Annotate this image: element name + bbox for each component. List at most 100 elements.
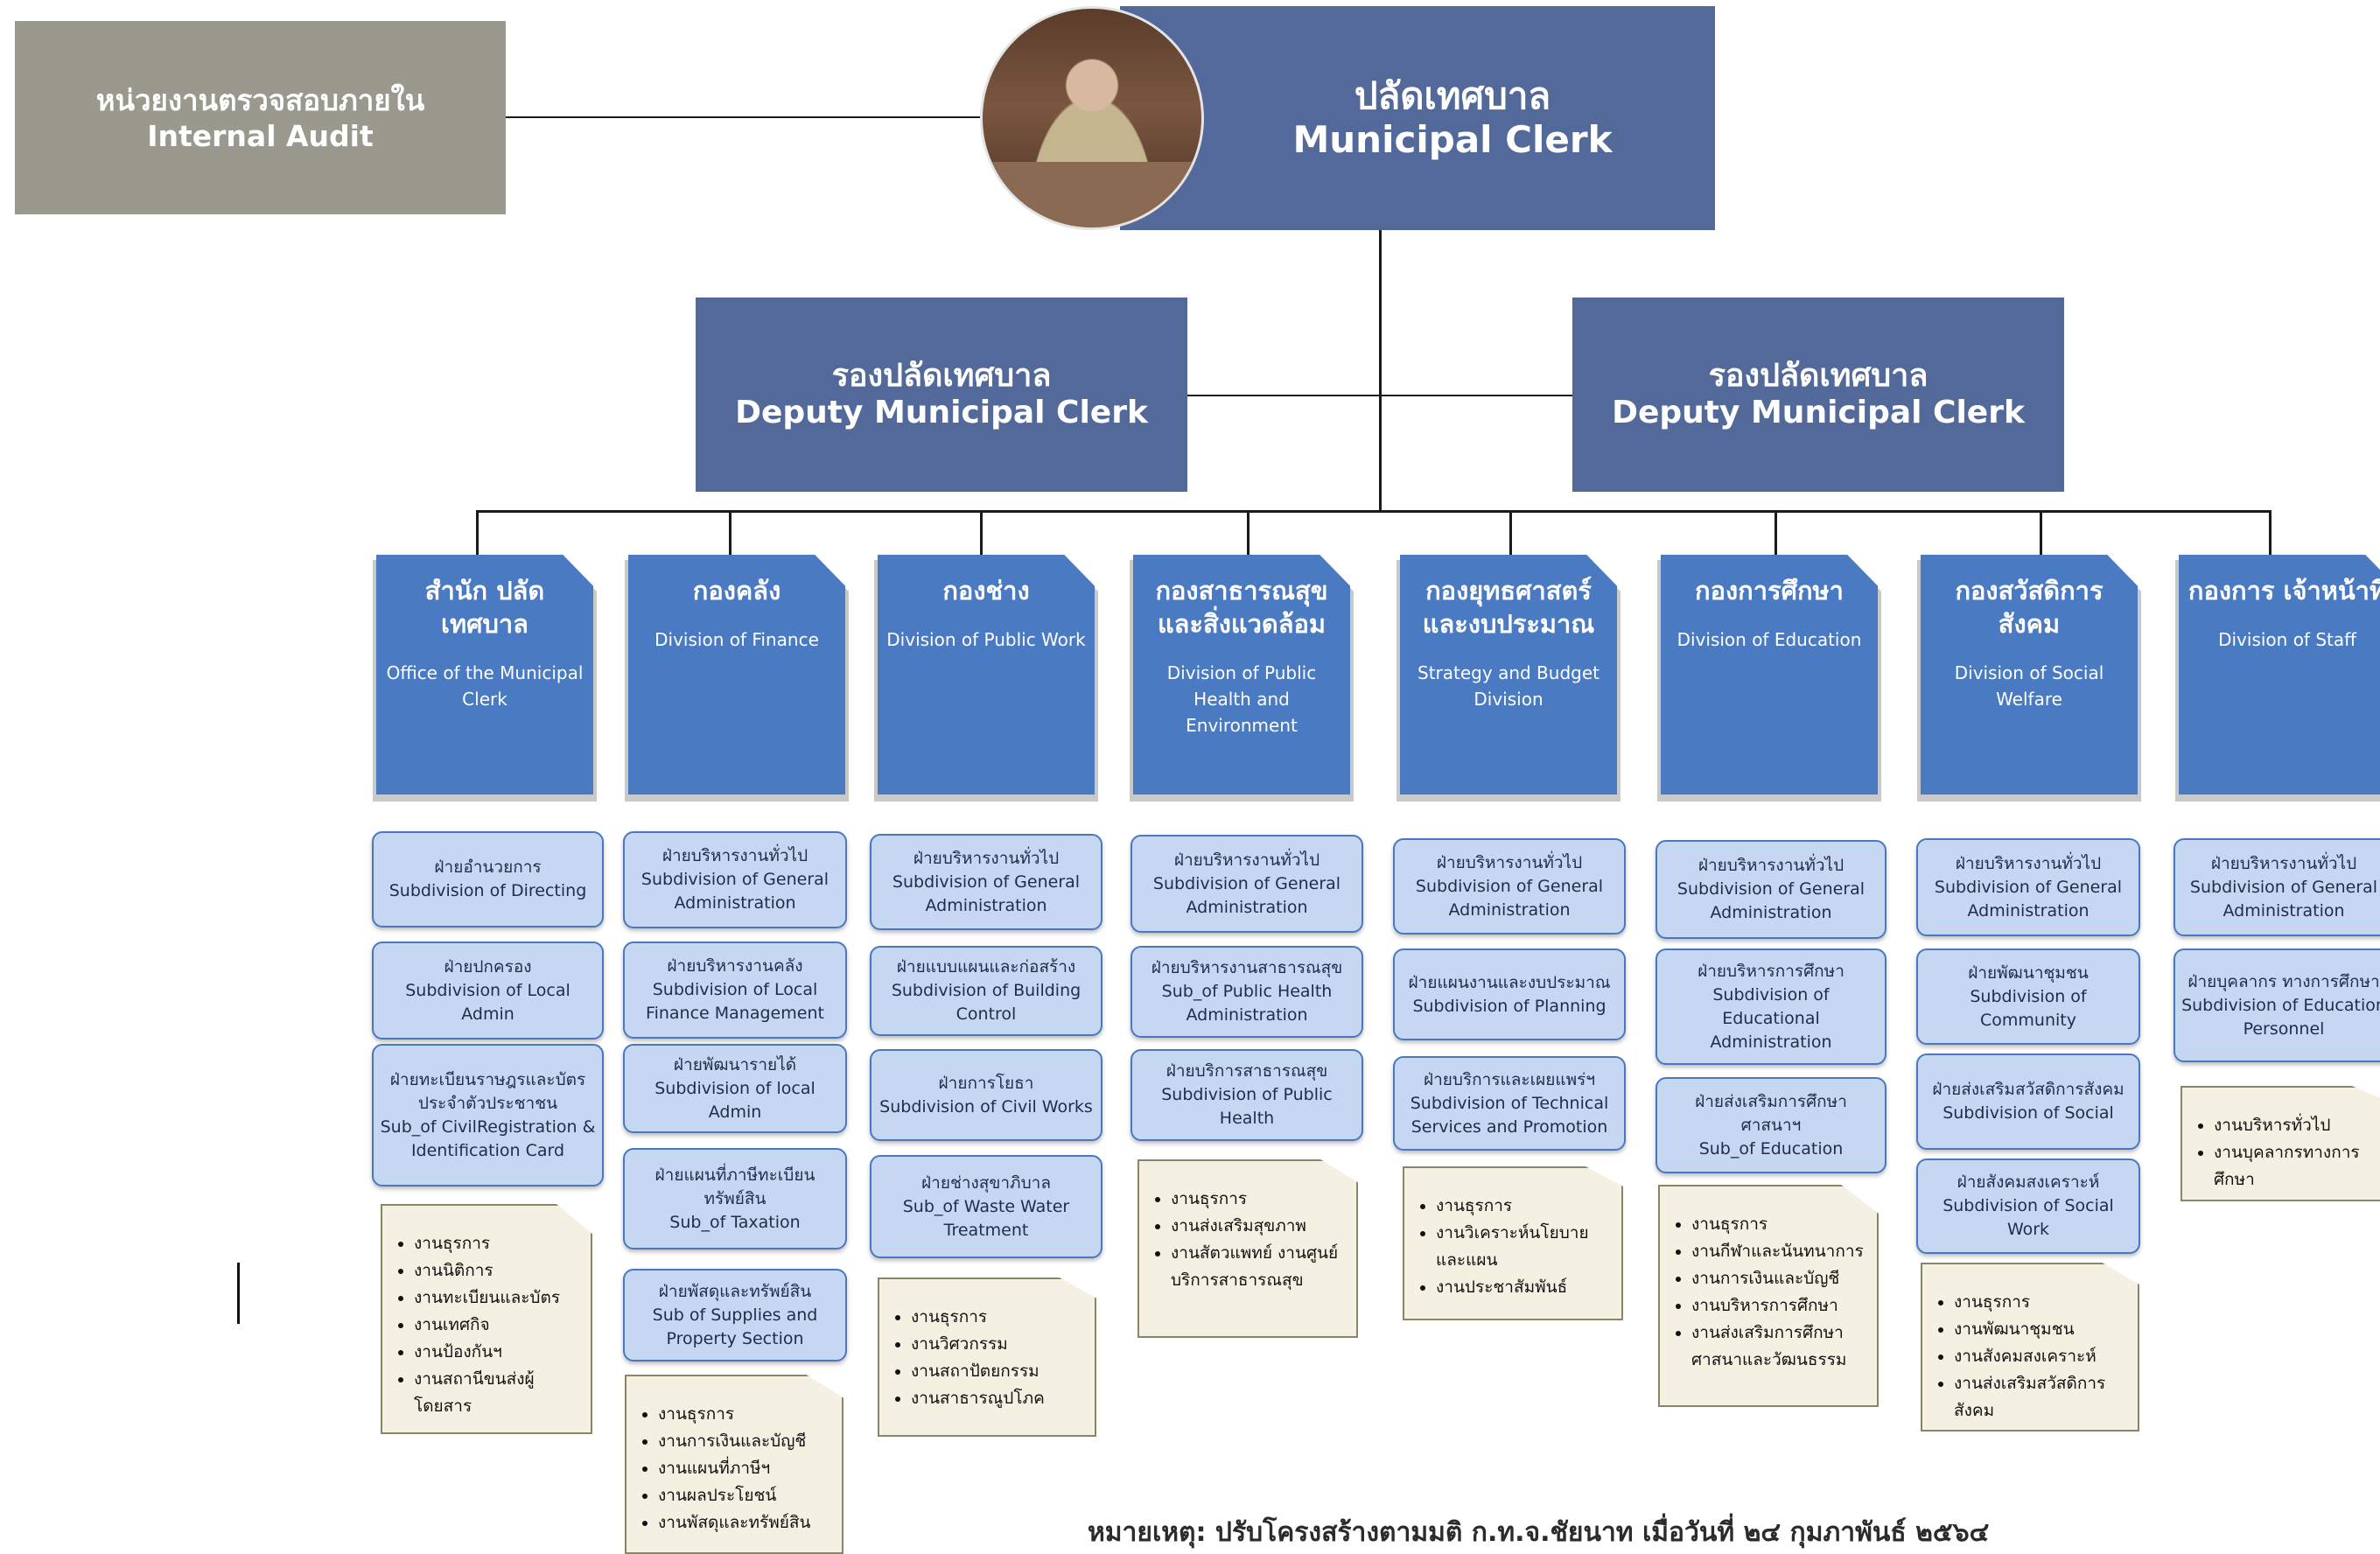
- division-title-en: Division of Finance: [654, 629, 819, 650]
- task-list-note: งานธุรการงานกีฬาและนันทนาการงานการเงินแล…: [1658, 1185, 1879, 1407]
- subdivision-th: ฝ่ายบริหารงานทั่วไป: [1698, 856, 1844, 875]
- deputy-th: รองปลัดเทศบาล: [1708, 358, 1928, 394]
- footnote: หมายเหตุ: ปรับโครงสร้างตามมติ ก.ท.จ.ชัยน…: [1088, 1517, 1990, 1548]
- subdivision-th: ฝ่ายบริหารงานทั่วไป: [1436, 852, 1583, 872]
- subdivision-th: ฝ่ายทะเบียนราษฎรและบัตรประจำตัวประชาชน: [389, 1069, 586, 1113]
- task-list-note: งานธุรการงานพัฒนาชุมชนงานสังคมสงเคราะห์ง…: [1921, 1263, 2139, 1432]
- subdivision-en: Subdivision of Social Work: [1942, 1196, 2114, 1239]
- task-item: งานสาธารณูปโภค: [911, 1385, 1086, 1412]
- division-title-th: กองยุทธศาสตร์ และงบประมาณ: [1422, 576, 1595, 639]
- division-drop-line: [476, 510, 479, 555]
- subdivision-box: ฝ่ายพัฒนาชุมชน Subdivision of Community: [1916, 948, 2140, 1045]
- division-title-en: Division of Public Health and Environmen…: [1166, 662, 1317, 736]
- division-drop-line: [1774, 510, 1777, 555]
- task-item: งานธุรการ: [1954, 1289, 2129, 1316]
- task-item: งานวิเคราะห์นโยบายและแผน: [1436, 1220, 1613, 1274]
- task-item: งานส่งเสริมสวัสดิการสังคม: [1954, 1370, 2129, 1424]
- subdivision-en: Subdivision of Community: [1970, 986, 2087, 1030]
- division-title-en: Division of Staff: [2218, 629, 2356, 650]
- task-item: งานพัสดุและทรัพย์สิน: [658, 1509, 833, 1536]
- internal-audit-en: Internal Audit: [147, 118, 374, 153]
- task-item: งานธุรการ: [414, 1230, 582, 1257]
- deputy-en: Deputy Municipal Clerk: [735, 395, 1148, 430]
- division-drop-line: [729, 510, 732, 555]
- subdivision-th: ฝ่ายบุคลากร ทางการศึกษา: [2188, 971, 2380, 991]
- subdivision-th: ฝ่ายแผนงานและงบประมาณ: [1408, 972, 1611, 992]
- division-title-th: กองช่าง: [942, 576, 1030, 606]
- subdivision-en: Subdivision of Local Admin: [405, 980, 570, 1024]
- subdivision-th: ฝ่ายบริหารงานทั่วไป: [1173, 850, 1320, 870]
- task-item: งานประชาสัมพันธ์: [1436, 1274, 1613, 1301]
- task-item: งานเทศกิจ: [414, 1312, 582, 1339]
- subdivision-en: Subdivision of Planning: [1412, 996, 1606, 1016]
- subdivision-en: Subdivision of Local Finance Management: [646, 980, 824, 1023]
- subdivision-th: ฝ่ายบริหารงานทั่วไป: [662, 846, 808, 865]
- task-item: งานสัตวแพทย์ งานศูนย์บริการสาธารณสุข: [1171, 1240, 1348, 1294]
- subdivision-box: ฝ่ายสังคมสงเคราะห์Subdivision of Social …: [1916, 1158, 2140, 1254]
- task-item: งานบริหารการศึกษา: [1691, 1292, 1868, 1320]
- subdivision-en: Sub_of Taxation: [669, 1212, 801, 1232]
- division-card: กองการ เจ้าหน้าที่Division of Staff: [2179, 555, 2380, 794]
- subdivision-box: ฝ่ายบริหารงานทั่วไป Subdivision of Genera…: [1130, 835, 1363, 933]
- subdivision-th: ฝ่ายอำนวยการ: [434, 858, 542, 877]
- subdivision-box: ฝ่ายบริหารงานทั่วไป Subdivision of Genera…: [1656, 840, 1886, 939]
- subdivision-box: ฝ่ายการโยธา Subdivision of Civil Works: [870, 1049, 1102, 1141]
- division-drop-line: [2269, 510, 2272, 555]
- audit-connector: [506, 116, 983, 118]
- subdivision-en: Subdivision of General Administration: [1152, 873, 1341, 917]
- subdivision-box: ฝ่ายส่งเสริมสวัสดิการสังคม Subdivision of…: [1916, 1054, 2140, 1150]
- subdivision-en: Subdivision of General Administration: [1676, 879, 1866, 922]
- task-item: งานส่งเสริมการศึกษาศาสนาและวัฒนธรรม: [1691, 1320, 1868, 1374]
- subdivision-th: ฝ่ายบริหารงานทั่วไป: [913, 848, 1060, 868]
- subdivision-en: Sub_of Education: [1698, 1138, 1844, 1158]
- task-item: งานธุรการ: [658, 1401, 833, 1428]
- division-drop-line: [1247, 510, 1250, 555]
- subdivision-en: Subdivision of Civil Works: [879, 1096, 1093, 1116]
- division-title-th: สำนัก ปลัดเทศบาล: [424, 576, 545, 639]
- task-item: งานผลประโยชน์: [658, 1482, 833, 1509]
- task-item: งานวิศวกรรม: [911, 1331, 1086, 1358]
- subdivision-en: Subdivision of Education Personnel: [2181, 995, 2380, 1039]
- division-bus: [476, 510, 2270, 513]
- subdivision-en: Subdivision of Social: [1942, 1103, 2114, 1123]
- task-item: งานธุรการ: [1436, 1193, 1613, 1220]
- subdivision-th: ฝ่ายพัสดุและทรัพย์สิน: [658, 1281, 812, 1301]
- division-drop-line: [1509, 510, 1512, 555]
- subdivision-th: ฝ่ายช่างสุขาภิบาล: [921, 1172, 1051, 1193]
- municipal-clerk-box: ปลัดเทศบาล Municipal Clerk: [1120, 6, 1715, 230]
- deputy-clerk-box-left: รองปลัดเทศบาล Deputy Municipal Clerk: [696, 298, 1187, 492]
- division-card: กองสาธารณสุข และสิ่งแวดล้อม Division of P…: [1133, 555, 1350, 794]
- subdivision-th: ฝ่ายบริการและเผยแพร่ฯ: [1423, 1069, 1596, 1089]
- subdivision-th: ฝ่ายบริการสาธารณสุข: [1166, 1061, 1328, 1081]
- division-title-en: Division of Education: [1676, 629, 1862, 650]
- subdivision-th: ฝ่ายบริหารงานสาธารณสุข: [1151, 958, 1343, 977]
- subdivision-th: ฝ่ายการโยธา: [938, 1073, 1034, 1093]
- task-item: งานสถาปัตยกรรม: [911, 1358, 1086, 1385]
- task-item: งานธุรการ: [911, 1304, 1086, 1331]
- task-item: งานแผนที่ภาษีฯ: [658, 1455, 833, 1482]
- task-list-note: งานธุรการงานส่งเสริมสุขภาพงานสัตวแพทย์ ง…: [1138, 1159, 1358, 1338]
- task-item: งานธุรการ: [1691, 1211, 1868, 1238]
- division-title-th: กองสาธารณสุข และสิ่งแวดล้อม: [1155, 576, 1328, 639]
- subdivision-th: ฝ่ายบริหารงานคลัง: [667, 956, 803, 976]
- subdivision-th: ฝ่ายส่งเสริมสวัสดิการสังคม: [1932, 1080, 2124, 1099]
- subdivision-th: ฝ่ายพัฒนาชุมชน: [1968, 962, 2089, 983]
- task-item: งานทะเบียนและบัตร: [414, 1284, 582, 1312]
- subdivision-th: ฝ่ายพัฒนารายได้: [673, 1054, 797, 1074]
- subdivision-th: ฝ่ายบริหารงานทั่วไป: [1955, 853, 2102, 873]
